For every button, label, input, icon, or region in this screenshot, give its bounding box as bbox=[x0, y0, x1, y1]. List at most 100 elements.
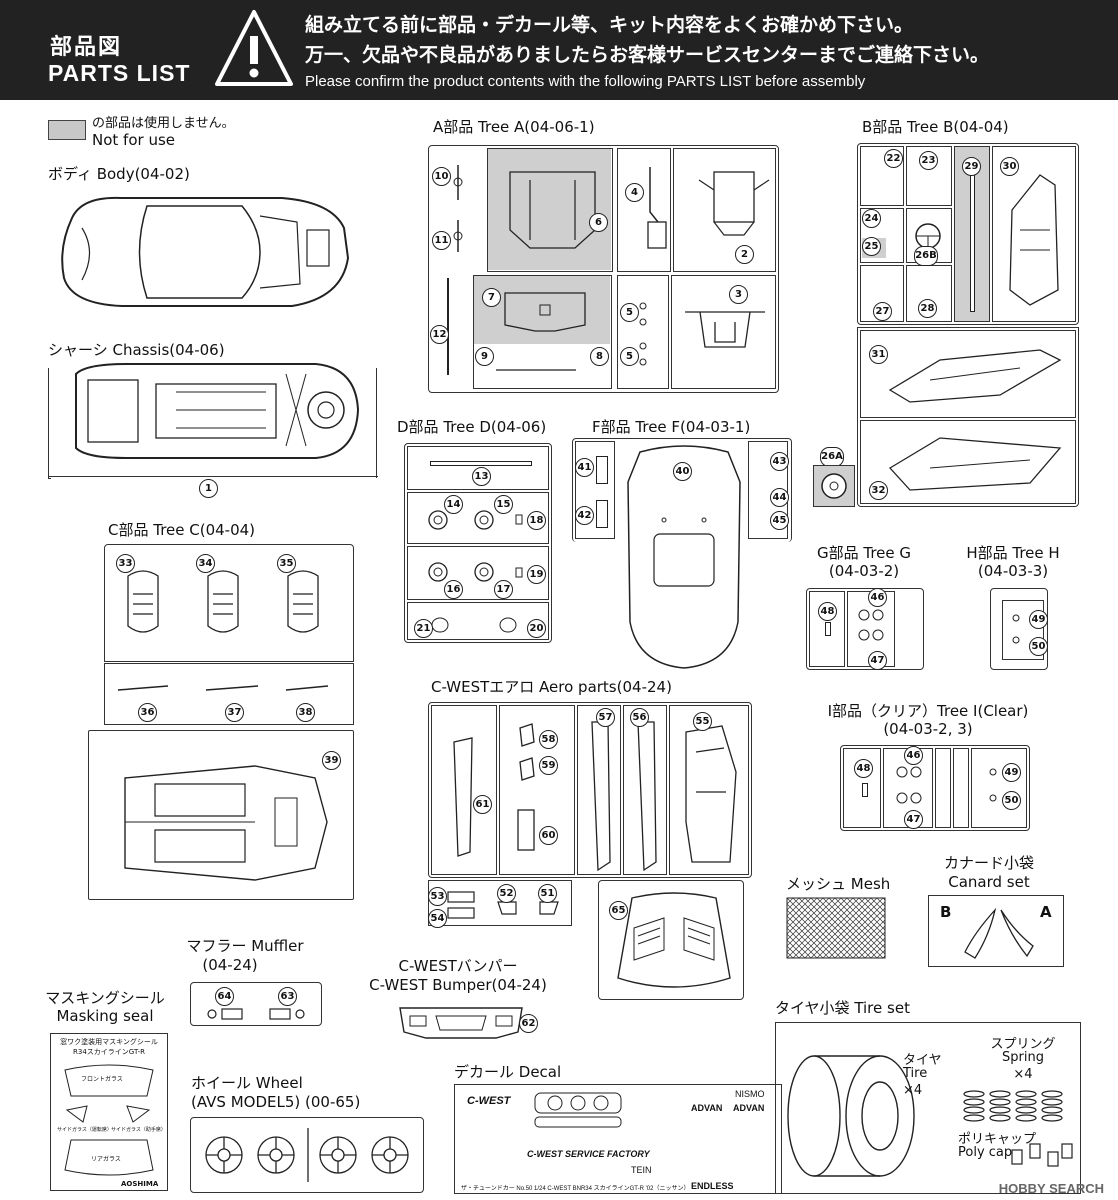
header-bar: 部品図 PARTS LIST 組み立てる前に部品・デカール等、キット内容をよくお… bbox=[0, 0, 1118, 100]
tree-h-frame bbox=[990, 588, 1048, 670]
part-number: 29 bbox=[962, 157, 981, 176]
part-number: 47 bbox=[868, 651, 887, 670]
decal-cwest-logo: C-WEST bbox=[467, 1095, 511, 1107]
part-number: 24 bbox=[862, 209, 881, 228]
tree-d-frame bbox=[404, 443, 552, 643]
tree-c-part-39-floor-drawing bbox=[124, 765, 328, 881]
tree-a-part-2-drawing bbox=[698, 171, 770, 236]
section-tire-set-title: タイヤ小袋 Tire set bbox=[775, 999, 910, 1017]
part-number: 21 bbox=[414, 619, 433, 638]
aero-frame-bottom-left bbox=[428, 880, 572, 926]
aero-parts-drawing bbox=[453, 721, 737, 872]
part-number: 23 bbox=[919, 151, 938, 170]
decal-sheet: C-WEST ADVAN ADVAN NISMO C-WEST SERVICE … bbox=[454, 1084, 782, 1194]
decal-footer: ザ・チューンドカー No.50 1/24 C-WEST BNR34 スカイライン… bbox=[461, 1186, 690, 1192]
part-number: 26B bbox=[914, 246, 938, 266]
section-masking-subtitle: Masking seal bbox=[56, 1007, 154, 1025]
section-tree-g-title: G部品 Tree G bbox=[816, 544, 912, 562]
masking-seal-shapes-drawing bbox=[64, 1064, 154, 1176]
tree-d-cell-14 bbox=[407, 492, 549, 544]
aero-cell-58 bbox=[499, 705, 575, 875]
section-tree-i-code: (04-03-2, 3) bbox=[883, 720, 973, 738]
part-number: 19 bbox=[527, 565, 546, 584]
tree-i-part-48 bbox=[862, 783, 868, 797]
section-wheel-code: (AVS MODEL5) (00-65) bbox=[191, 1093, 361, 1111]
canard-label-b: B bbox=[940, 903, 952, 921]
polycap-label-en: Poly cap bbox=[958, 1145, 1013, 1160]
tree-f-part-40-hood-drawing bbox=[627, 445, 741, 669]
part-number: 49 bbox=[1029, 610, 1048, 629]
part-number: 49 bbox=[1002, 763, 1021, 782]
tree-h-lens-drawing bbox=[1012, 614, 1020, 644]
warning-triangle-icon bbox=[215, 10, 293, 86]
part-number: 17 bbox=[494, 580, 513, 599]
part-number: 12 bbox=[430, 325, 449, 344]
part-number: 46 bbox=[904, 746, 923, 765]
tree-i-cell-strip-2 bbox=[953, 748, 969, 828]
body-part-drawing bbox=[61, 196, 350, 307]
part-number: 52 bbox=[497, 884, 516, 903]
tree-b-part-32-drawing bbox=[888, 437, 1062, 491]
section-chassis-title: シャーシ Chassis(04-06) bbox=[48, 341, 225, 359]
legend-en: Not for use bbox=[92, 131, 175, 149]
section-tree-b-title: B部品 Tree B(04-04) bbox=[862, 118, 1009, 136]
tree-g-lens-drawing bbox=[858, 609, 884, 641]
tree-c-frame-seats bbox=[104, 544, 354, 662]
muffler-frame bbox=[190, 982, 322, 1026]
section-body-title: ボディ Body(04-02) bbox=[48, 165, 190, 183]
section-tree-i-title: I部品（クリア）Tree I(Clear) bbox=[827, 702, 1029, 720]
chassis-part-drawing bbox=[75, 363, 360, 459]
part-number: 38 bbox=[296, 703, 315, 722]
bumper-part-62-drawing bbox=[399, 1007, 523, 1039]
tree-f-part-42 bbox=[596, 500, 608, 528]
spring-label-jp: スプリング bbox=[990, 1037, 1056, 1052]
tree-a-part-7-drawing bbox=[504, 292, 586, 332]
tree-a-cell-2 bbox=[673, 148, 776, 272]
part-number: 51 bbox=[538, 884, 557, 903]
spring-drawing bbox=[963, 1090, 1063, 1122]
part-number: 36 bbox=[138, 703, 157, 722]
part-number: 3 bbox=[729, 285, 748, 304]
tree-g-frame bbox=[806, 588, 924, 670]
tree-a-frame bbox=[428, 145, 779, 393]
tire-set-frame bbox=[775, 1022, 1081, 1194]
tree-b-cell-31 bbox=[860, 330, 1076, 418]
section-tree-f-title: F部品 Tree F(04-03-1) bbox=[592, 418, 751, 436]
part-number: 35 bbox=[277, 554, 296, 573]
part-number: 48 bbox=[818, 602, 837, 621]
notice-line-2: 万一、欠品や不良品がありましたらお客様サービスセンターまでご連絡下さい。 bbox=[305, 44, 990, 66]
masking-seal-model: R34スカイラインGT-R bbox=[73, 1048, 145, 1056]
tree-i-cell-strip-1 bbox=[935, 748, 951, 828]
part-number: 65 bbox=[609, 901, 628, 920]
tree-d-discs-drawing bbox=[428, 510, 523, 582]
notice-line-1: 組み立てる前に部品・デカール等、キット内容をよくお確かめ下さい。 bbox=[305, 14, 914, 36]
spring-label-en: Spring bbox=[1002, 1050, 1044, 1065]
tree-b-part-30-drawing bbox=[1009, 174, 1059, 306]
hobby-search-watermark: HOBBY SEARCH bbox=[998, 1181, 1104, 1196]
legend-jp: の部品は使用しません。 bbox=[92, 116, 235, 131]
masking-side-left-label: サイドガラス（運転席） bbox=[57, 1127, 112, 1133]
canard-frame bbox=[928, 895, 1064, 967]
part-number: 30 bbox=[1000, 157, 1019, 176]
section-tree-c-title: C部品 Tree C(04-04) bbox=[108, 521, 256, 539]
aero-cell-56 bbox=[623, 705, 667, 875]
page-title-en: PARTS LIST bbox=[48, 60, 191, 86]
tree-a-cell-6 bbox=[487, 148, 613, 272]
part-number: 18 bbox=[527, 511, 546, 530]
tree-c-frame-floor bbox=[88, 730, 354, 900]
part-number: 64 bbox=[215, 987, 234, 1006]
section-tree-h-code: (04-03-3) bbox=[977, 562, 1049, 580]
tree-d-caps-drawing bbox=[431, 617, 517, 633]
part-number: 62 bbox=[519, 1014, 538, 1033]
part-number: 20 bbox=[527, 619, 546, 638]
part-number: 57 bbox=[596, 708, 615, 727]
part-number: 7 bbox=[482, 288, 501, 307]
part-number: 47 bbox=[904, 810, 923, 829]
aero-cell-55 bbox=[669, 705, 749, 875]
decal-gauge-cluster-drawing bbox=[534, 1092, 622, 1128]
chassis-runner-left bbox=[48, 368, 51, 479]
chassis-runner-bottom bbox=[48, 476, 378, 479]
section-wheel-title: ホイール Wheel bbox=[191, 1074, 303, 1092]
part-number: 13 bbox=[472, 467, 491, 486]
part-number: 59 bbox=[539, 756, 558, 775]
